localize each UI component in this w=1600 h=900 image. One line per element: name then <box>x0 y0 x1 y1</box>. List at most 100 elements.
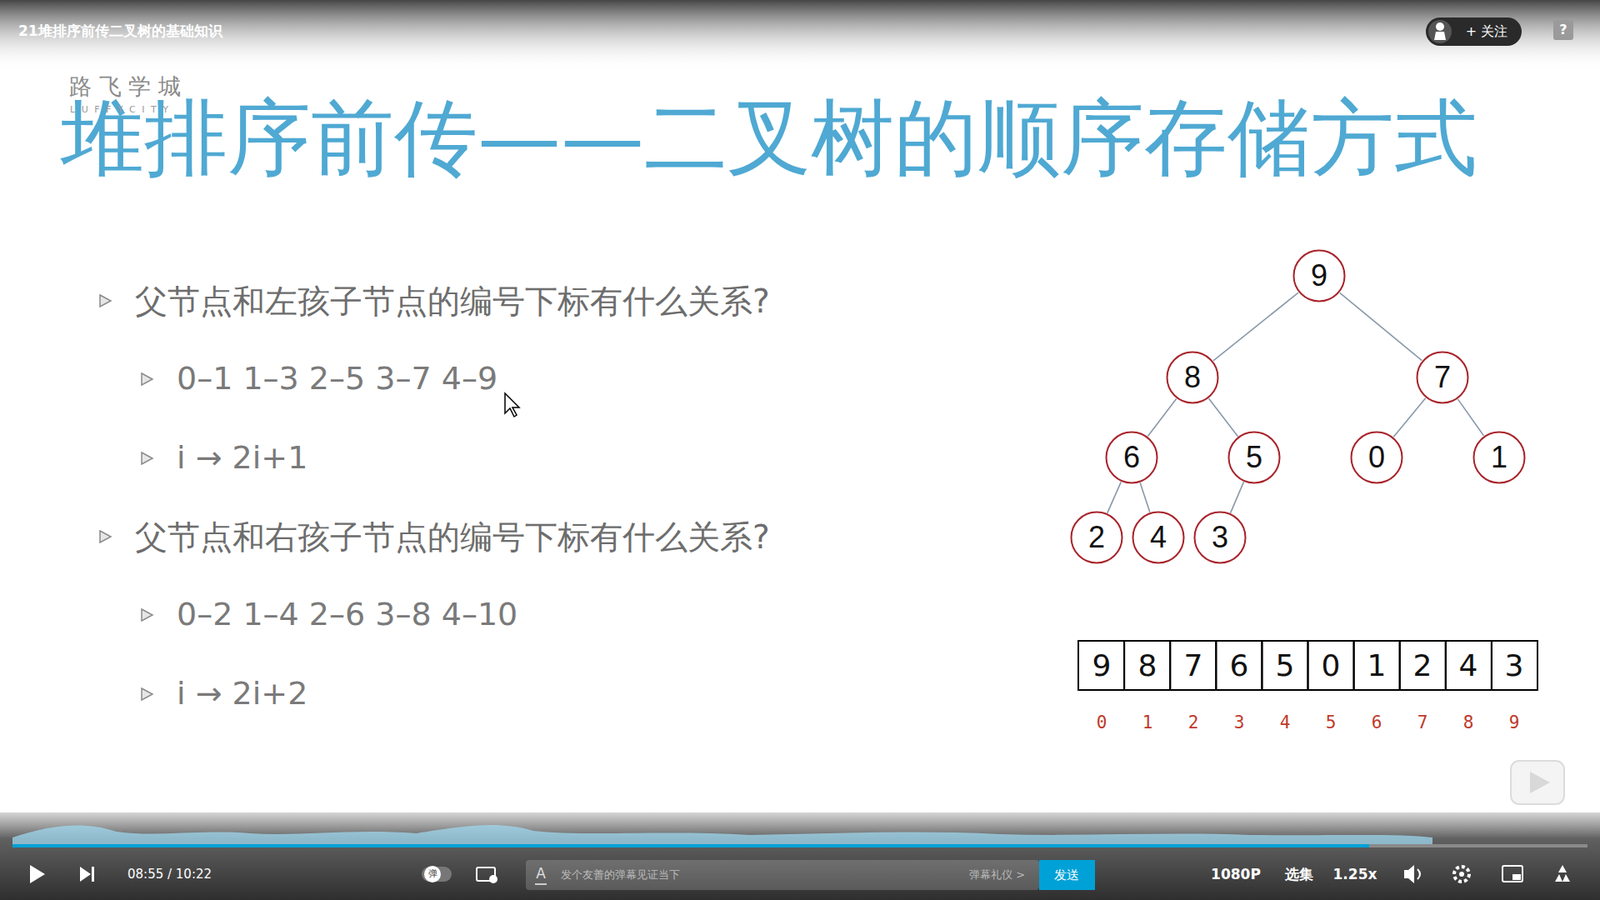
tree-edge <box>1209 398 1239 436</box>
progress-played <box>12 844 1370 848</box>
episode-button: 选集 <box>1285 864 1314 885</box>
array-index: 9 <box>1509 710 1520 735</box>
array-index: 2 <box>1188 710 1200 735</box>
array-index: 8 <box>1463 710 1475 735</box>
array-value: 2 <box>1413 645 1433 687</box>
array-value: 6 <box>1230 645 1250 687</box>
node-value: 6 <box>1105 430 1159 485</box>
follow-button-text: + 关注 <box>1465 22 1509 41</box>
tree-node: 5 <box>1227 430 1281 485</box>
edge-line <box>1393 398 1425 438</box>
array-cell-box <box>1215 640 1262 690</box>
node-value: 8 <box>1165 350 1220 405</box>
time-display: 08:55 / 10:22 <box>127 865 212 884</box>
quality-button: 1080P <box>1210 864 1261 885</box>
danmaku-input <box>525 860 1040 890</box>
array-value: 8 <box>1138 645 1158 687</box>
array-index: 4 <box>1280 710 1291 735</box>
node-value: 3 <box>1193 510 1247 565</box>
node-value: 5 <box>1227 430 1281 485</box>
edge-line <box>1230 481 1245 513</box>
array-value: 4 <box>1459 645 1479 687</box>
tree-edge <box>1147 398 1176 436</box>
speed-button: 1.25x <box>1333 864 1378 885</box>
array-index: 7 <box>1417 710 1429 735</box>
pip-icon <box>1502 865 1523 882</box>
edge-line <box>1457 399 1484 436</box>
array-cell-box <box>1170 640 1216 690</box>
settings-icon-center <box>1459 871 1465 877</box>
array-value: 3 <box>1505 645 1525 687</box>
array-index: 1 <box>1142 710 1154 735</box>
danmaku-toggle <box>421 866 452 882</box>
tree-node: 6 <box>1105 430 1159 485</box>
tree-node: 4 <box>1131 510 1185 565</box>
watermark-play-triangle <box>1530 771 1550 794</box>
tree-node: 1 <box>1472 430 1526 485</box>
danmaku-settings-gear <box>489 875 498 884</box>
volume-wave <box>1417 869 1420 880</box>
next-icon-bar <box>91 866 95 882</box>
logo-subtext: L U F F Y C I T Y <box>70 103 170 116</box>
bullet-question: 父节点和右孩子节点的编号下标有什么关系? <box>135 514 770 560</box>
mouse-cursor <box>505 393 520 417</box>
edge-line <box>1213 292 1299 361</box>
node-value: 9 <box>1292 249 1346 303</box>
array-cell-box <box>1491 640 1538 690</box>
danmaku-etiquette-link: 弹幕礼仪 > <box>969 867 1025 883</box>
video-title: 21堆排序前传二叉树的基础知识 <box>18 20 223 41</box>
logo-text: 路 飞 学 城 <box>69 70 181 103</box>
control-bar <box>0 812 1600 900</box>
tree-node: 7 <box>1415 350 1470 405</box>
send-button <box>1039 860 1095 890</box>
array-index: 3 <box>1234 710 1245 735</box>
progress-wave <box>12 825 1433 846</box>
edge-line <box>1107 481 1121 513</box>
array-cell-box <box>1124 640 1170 690</box>
bullet-markers <box>100 295 153 700</box>
follow-button <box>1425 17 1522 46</box>
array-value: 1 <box>1367 645 1387 687</box>
bullet-formula: i → 2i+2 <box>176 671 308 716</box>
tree-node: 9 <box>1292 249 1346 303</box>
text-style-icon: A <box>535 863 546 884</box>
tree-node: 2 <box>1070 510 1124 565</box>
array-cell-box <box>1400 640 1446 690</box>
node-value: 1 <box>1472 430 1526 485</box>
array-cell-box <box>1445 640 1492 690</box>
tree-edge <box>1213 292 1299 361</box>
tree-edge <box>1230 481 1245 513</box>
edge-line <box>1140 482 1150 512</box>
array-value: 0 <box>1321 645 1341 687</box>
node-value: 2 <box>1070 510 1124 565</box>
play-icon <box>30 865 45 884</box>
send-button-text: 发送 <box>1054 866 1080 885</box>
node-value: 7 <box>1415 350 1470 405</box>
volume-icon <box>1404 865 1415 884</box>
slide-title: 堆排序前传——二叉树的顺序存储方式 <box>60 80 1478 197</box>
array-cell-box <box>1354 640 1400 690</box>
array-value: 7 <box>1184 645 1204 687</box>
tree-edge <box>1140 482 1150 512</box>
bullet-formula: i → 2i+1 <box>176 435 308 480</box>
array-index: 0 <box>1096 710 1108 735</box>
top-bar <box>0 0 1600 71</box>
tree-edge <box>1457 399 1484 436</box>
array-cell-box <box>1078 640 1125 690</box>
fullscreen-icon <box>1555 865 1570 882</box>
settings-icon <box>1454 866 1470 882</box>
array-cell-box <box>1261 640 1308 690</box>
bullet-answer: 0–1 1–3 2–5 3–7 4–9 <box>176 356 498 401</box>
node-value: 0 <box>1350 430 1404 485</box>
array-index: 6 <box>1371 710 1383 735</box>
tree-node: 0 <box>1350 430 1404 485</box>
edge-line <box>1209 398 1239 436</box>
tree-edge <box>1340 292 1423 360</box>
node-value: 4 <box>1131 510 1185 565</box>
tree-node: 8 <box>1165 350 1220 405</box>
text-style-underline <box>535 883 547 885</box>
help-icon-text: ? <box>1559 20 1567 40</box>
array-cells <box>1078 640 1538 690</box>
tree-node: 3 <box>1193 510 1247 565</box>
avatar <box>1428 20 1452 44</box>
